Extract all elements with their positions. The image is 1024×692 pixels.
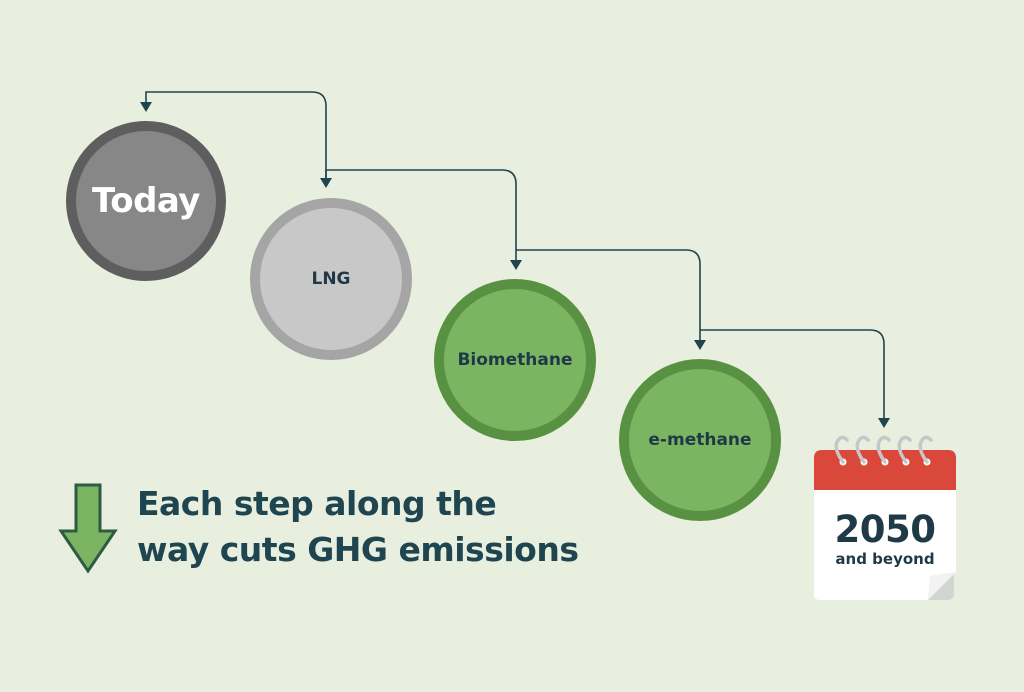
step-biomethane: Biomethane [434, 279, 596, 441]
caption-line-1: Each step along the [137, 484, 497, 523]
step-today: Today [66, 121, 226, 281]
calendar-year: 2050 [834, 508, 936, 551]
step-today-label: Today [92, 181, 200, 221]
down-arrow-icon [58, 483, 118, 574]
step-emethane: e-methane [619, 359, 781, 521]
step-biomethane-label: Biomethane [457, 350, 573, 370]
step-emethane-label: e-methane [648, 430, 752, 450]
arrowhead-today [140, 102, 152, 112]
calendar-icon [814, 435, 956, 600]
caption-line-2: way cuts GHG emissions [137, 530, 579, 569]
arrowhead-lng [320, 178, 332, 188]
emissions-caption: Each step along the way cuts GHG emissio… [137, 481, 607, 573]
step-lng-label: LNG [311, 269, 351, 289]
step-lng: LNG [250, 198, 412, 360]
arrowhead-biomethane [510, 260, 522, 270]
arrowhead-emethane [694, 340, 706, 350]
calendar-subtitle: and beyond [835, 550, 935, 568]
calendar-2050: 2050 and beyond [810, 432, 960, 604]
arrowhead-2050 [878, 418, 890, 428]
